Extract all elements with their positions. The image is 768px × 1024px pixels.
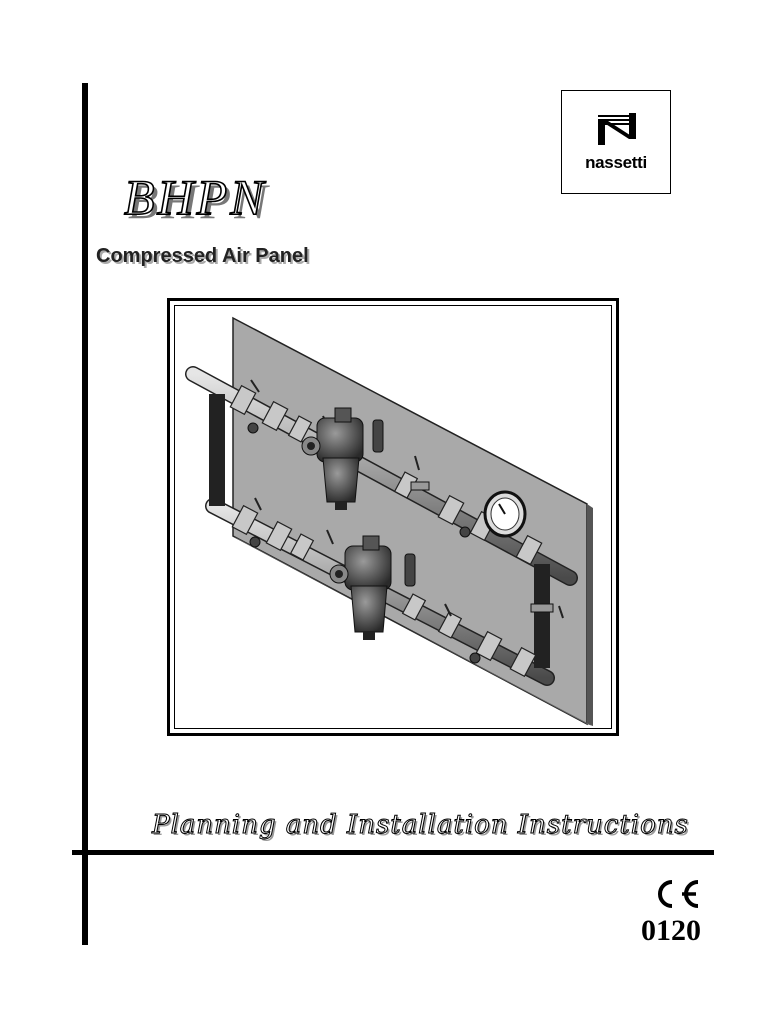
pressure-gauge xyxy=(483,490,527,538)
product-subtitle: Compressed Air Panel xyxy=(96,245,309,267)
compressed-air-panel-illustration xyxy=(185,316,593,726)
bottom-horizontal-rule xyxy=(72,850,714,855)
logo-wordmark: nassetti xyxy=(585,153,647,172)
document-title: Planning and Installation Instructions xyxy=(152,810,689,841)
nassetti-n-logo-icon xyxy=(598,113,636,145)
product-brand-title: BHPN xyxy=(123,169,267,225)
bottom-filter-regulator xyxy=(329,535,416,640)
product-illustration-inner-border xyxy=(174,305,612,729)
product-illustration-frame xyxy=(167,298,619,736)
nassetti-logo: nassetti xyxy=(561,90,671,194)
certification-number: 0120 xyxy=(641,914,701,947)
ce-mark-icon xyxy=(658,880,699,908)
top-filter-regulator xyxy=(301,407,384,510)
left-vertical-rule xyxy=(82,83,88,945)
